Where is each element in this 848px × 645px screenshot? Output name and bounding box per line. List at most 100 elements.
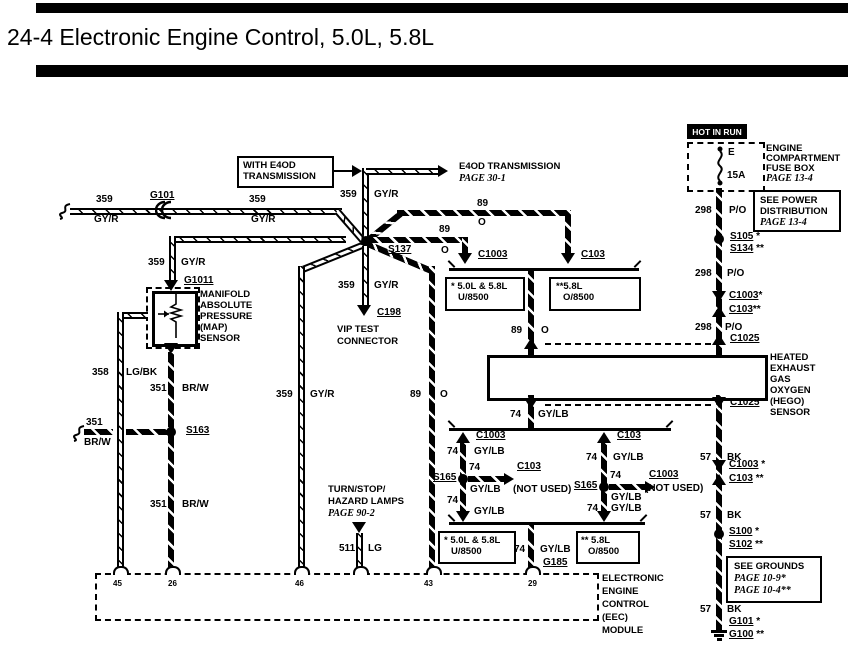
with-e4od-arrow-line [334, 170, 354, 172]
hego-name-4: OXYGEN [770, 385, 811, 396]
label-brw: BR/W [182, 383, 209, 394]
wire-351-brw [168, 352, 174, 573]
label-s137: S137 [388, 244, 412, 255]
label-gylb: GY/LB [474, 506, 505, 517]
see-grounds-note-box [726, 556, 822, 603]
wire-89-branch-c103 [397, 210, 571, 216]
connector-arrow-down-icon [164, 280, 178, 291]
wire-57-bk [716, 395, 722, 632]
label-s165: S165 [574, 480, 598, 491]
with-e4od-note-box [237, 156, 334, 188]
with-e4od-1: WITH E4OD [243, 160, 296, 171]
map-sensor-symbol [158, 294, 184, 338]
label-gylb: GY/LB [611, 492, 642, 503]
label-c1003-star: C1003* [729, 290, 763, 301]
wire-359-to-vip [362, 246, 369, 306]
see-grounds-1: SEE GROUNDS [734, 561, 805, 572]
bus-bracket [449, 428, 671, 431]
map-name-3: PRESSURE [200, 311, 253, 322]
label-not-used: (NOT USED) [513, 484, 572, 495]
label-s134: S134 ** [730, 243, 764, 254]
connector-c1025-boundary [545, 343, 711, 345]
connector-arrow-down-icon [456, 511, 470, 522]
engine-note-box-u8500 [445, 277, 525, 311]
label-g185: G185 [543, 557, 568, 568]
splice-s165-dot [458, 474, 468, 484]
label-g101-ground: G101 * [729, 616, 761, 627]
label-c1003-star: C1003 * [729, 459, 766, 470]
label-298: 298 [695, 268, 712, 279]
see-power-2: DISTRIBUTION [760, 206, 828, 217]
wire-74-not-used-stub [468, 476, 506, 482]
label-74: 74 [610, 470, 622, 481]
map-name-5: SENSOR [200, 333, 241, 344]
eec-name-5: MODULE [602, 625, 644, 636]
connector-arrow-up-icon [456, 432, 470, 443]
wire-74-not-used-stub [609, 484, 647, 490]
label-s163: S163 [186, 425, 210, 436]
hego-name-5: (HEGO) [770, 396, 805, 407]
label-po: P/O [727, 268, 745, 279]
turn-note-2: HAZARD LAMPS [328, 496, 404, 507]
see-grounds-page-2: PAGE 10-4** [734, 585, 791, 596]
wire-89-to-eec [429, 266, 435, 573]
ground-icon [711, 630, 727, 633]
connector-arrow-down-icon [357, 305, 371, 316]
label-c1025: C1025 [730, 397, 760, 408]
fuse-box-name-2: COMPARTMENT [766, 153, 841, 164]
connector-arrow-down-icon [164, 343, 178, 354]
from-lamps-arrow-icon [352, 522, 366, 533]
splice-s105-dot [714, 234, 724, 244]
label-c198: C198 [377, 307, 401, 318]
eec-name-3: CONTROL [602, 599, 649, 610]
eec-pin [294, 566, 310, 575]
label-s102: S102 ** [729, 539, 763, 550]
wire-74-from-hego [528, 395, 534, 430]
wire-74-to-eec [528, 525, 534, 573]
label-bk: BK [727, 604, 742, 615]
eec-pin [353, 566, 369, 575]
label-359: 359 [340, 189, 357, 200]
header-rule [36, 65, 848, 77]
label-g101: G101 [150, 190, 175, 201]
ground-icon [716, 638, 722, 641]
see-power-1: SEE POWER [760, 195, 818, 206]
wire-359-diag-downleft [302, 239, 370, 273]
eec-pin [525, 566, 541, 575]
eng-o-1: ** 5.8L [581, 535, 611, 546]
label-57: 57 [700, 452, 712, 463]
label-359: 359 [276, 389, 293, 400]
label-359: 359 [338, 280, 355, 291]
eng-u-2: U/8500 [458, 292, 489, 303]
label-74: 74 [447, 495, 459, 506]
with-e4od-2: TRANSMISSION [243, 171, 316, 182]
splice-s165-dot [599, 482, 609, 492]
label-c103: C103 [581, 249, 605, 260]
label-gyr: GY/R [94, 214, 119, 225]
hego-name-3: GAS [770, 374, 791, 385]
eec-pin [426, 566, 442, 575]
label-not-used: (NOT USED) [645, 483, 704, 494]
label-351: 351 [150, 499, 167, 510]
label-89: 89 [410, 389, 422, 400]
pin-26: 26 [168, 579, 177, 588]
label-74: 74 [447, 446, 459, 457]
wire-89-branch-c1003 [366, 237, 466, 243]
label-po: P/O [729, 205, 747, 216]
eec-module-box [95, 573, 599, 621]
label-c103: C103 [617, 430, 641, 441]
map-name-2: ABSOLUTE [200, 300, 253, 311]
page-title: 24-4 Electronic Engine Control, 5.0L, 5.… [7, 24, 435, 50]
wire-351-branch-left [84, 429, 113, 435]
eng-u-2: U/8500 [451, 546, 482, 557]
fuse-box-page-ref: PAGE 13-4 [766, 173, 813, 184]
label-358: 358 [92, 367, 109, 378]
label-s105: S105 * [730, 231, 761, 242]
wire-359-to-map [171, 236, 346, 243]
hego-name-2: EXHAUST [770, 363, 816, 374]
connector-arrow-down-icon [712, 460, 726, 471]
wire-74-right-branch [601, 441, 607, 517]
label-bk: BK [727, 452, 742, 463]
bracket-tick [639, 514, 648, 522]
eec-name-4: (EEC) [602, 612, 628, 623]
